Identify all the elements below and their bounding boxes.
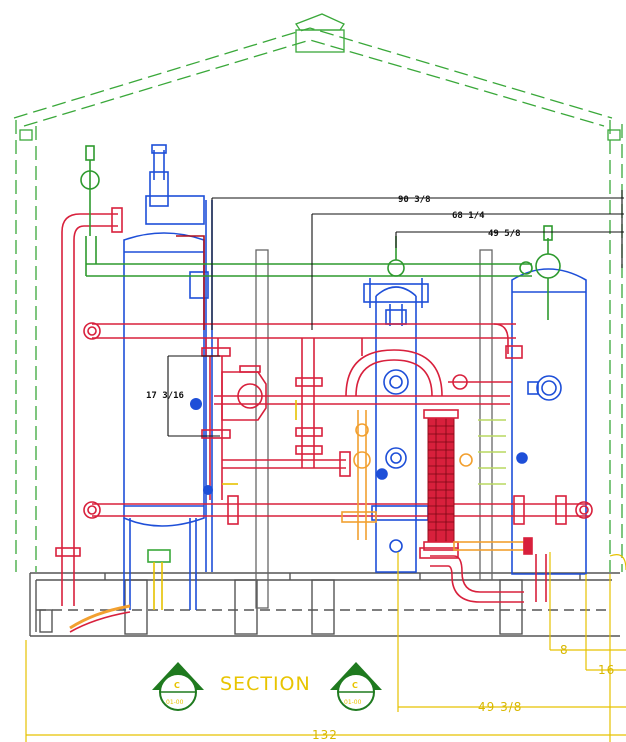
right-vessel [511,268,587,575]
dim-top-2: 68 1/4 [452,211,485,221]
right-eave [607,129,621,141]
top-dimensions [167,190,624,437]
bottom-dimensions [25,552,626,742]
section-symbol-left: C 01-00 [152,662,204,711]
section-letter: C [352,681,358,690]
dim-bottom-small-a: 8 [560,643,569,657]
dim-bottom-total: 132 [312,728,338,742]
section-symbol-right: C 01-00 [330,662,382,711]
foundation [29,572,620,637]
section-letter: C [174,681,180,690]
section-sheet: 01-00 [344,699,362,706]
water-piping [55,207,593,606]
left-wall [15,120,37,572]
dim-top-1: 90 3/8 [398,195,431,205]
center-vessel [363,278,429,573]
dim-vertical: 17 3/16 [146,391,184,401]
roof [13,27,613,127]
dim-top-3: 49 5/8 [488,229,521,239]
blue-valves [190,398,213,495]
dim-bottom-small-b: 16 [598,663,615,677]
structural-columns [255,249,493,609]
gas-piping [80,145,561,320]
roof-vent [295,13,345,53]
left-vessel-drain [69,549,171,633]
building-outline [13,13,623,572]
dim-bottom-mid: 49 3/8 [478,700,522,714]
trim-piping [222,400,533,555]
heat-exchanger [423,409,459,551]
drawing-title: SECTION [220,673,311,695]
right-wall [609,120,623,572]
left-eave [19,129,33,141]
section-sheet: 01-00 [166,699,184,706]
